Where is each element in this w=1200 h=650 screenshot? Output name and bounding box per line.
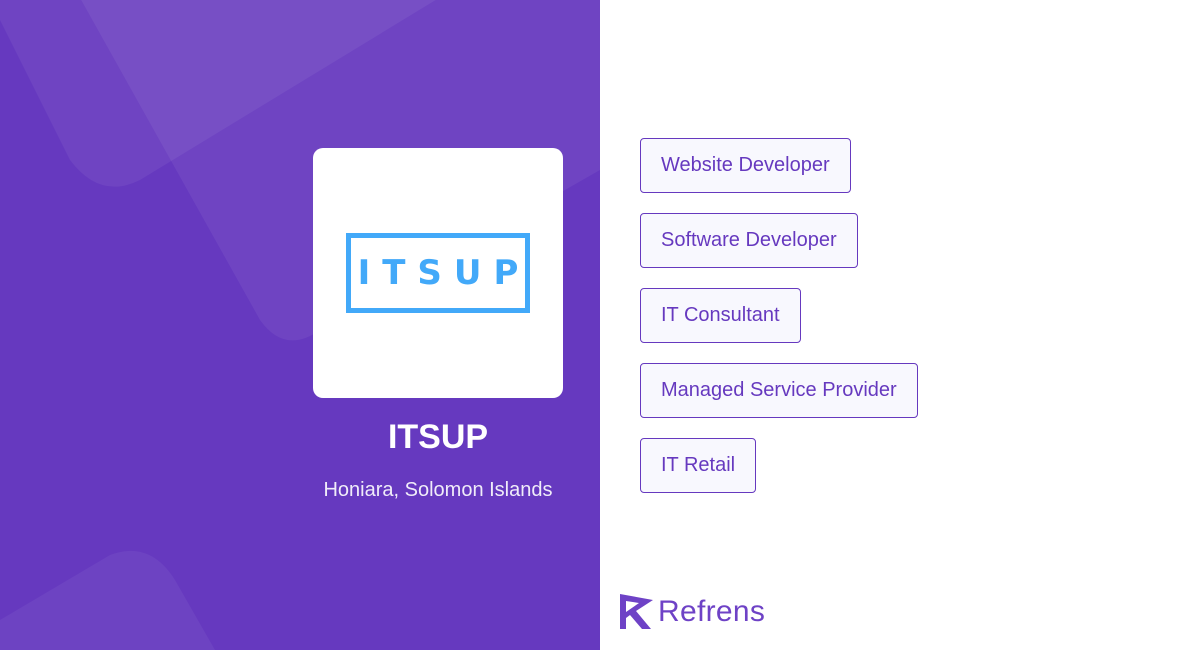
refrens-r-logo-icon bbox=[620, 594, 653, 629]
service-tag-list: Website Developer Software Developer IT … bbox=[640, 138, 918, 493]
service-tag-managed-service-provider[interactable]: Managed Service Provider bbox=[640, 363, 918, 418]
company-name: ITSUP bbox=[387, 418, 489, 456]
service-tag-website-developer[interactable]: Website Developer bbox=[640, 138, 851, 193]
profile-panel: ITSUP ITSUP Honiara, Solomon Islands bbox=[0, 0, 600, 650]
company-location: Honiara, Solomon Islands bbox=[323, 479, 553, 501]
services-panel: Website Developer Software Developer IT … bbox=[600, 0, 1200, 650]
service-tag-it-consultant[interactable]: IT Consultant bbox=[640, 288, 801, 343]
service-tag-it-retail[interactable]: IT Retail bbox=[640, 438, 757, 493]
service-tag-software-developer[interactable]: Software Developer bbox=[640, 213, 858, 268]
company-logo: ITSUP bbox=[346, 233, 530, 313]
refrens-wordmark: Refrens bbox=[658, 595, 766, 628]
company-logo-card: ITSUP bbox=[313, 148, 563, 398]
refrens-brand[interactable]: Refrens bbox=[620, 594, 765, 629]
